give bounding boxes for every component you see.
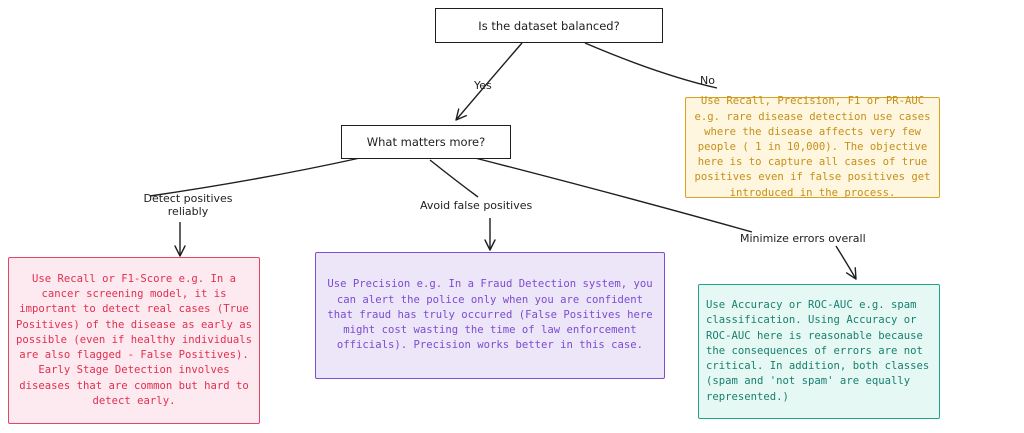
- edge-minimize-errors-arrow: [835, 245, 857, 280]
- edge-no: [584, 42, 718, 89]
- edge-label-detect-positives: Detect positives reliably: [143, 192, 233, 218]
- edge-minimize-errors: [474, 157, 753, 233]
- precision-outcome-box: Use Precision e.g. In a Fraud Detection …: [315, 252, 665, 379]
- edge-yes: [455, 42, 523, 121]
- edge-label-avoid-false-positives: Avoid false positives: [420, 199, 533, 212]
- root-decision-node: Is the dataset balanced?: [435, 8, 663, 43]
- edge-label-no: No: [700, 74, 715, 87]
- edge-avoid-false-positives: [429, 159, 479, 198]
- edge-label-minimize-errors: Minimize errors overall: [740, 232, 866, 245]
- edge-detect-positives: [149, 157, 361, 197]
- what-matters-decision-node: What matters more?: [341, 125, 511, 159]
- accuracy-outcome-box: Use Accuracy or ROC-AUC e.g. spam classi…: [698, 284, 940, 419]
- edge-label-yes: Yes: [474, 79, 492, 92]
- recall-f1-outcome-box: Use Recall or F1-Score e.g. In a cancer …: [8, 257, 260, 424]
- imbalanced-outcome-box: Use Recall, Precision, F1 or PR-AUC e.g.…: [685, 95, 940, 199]
